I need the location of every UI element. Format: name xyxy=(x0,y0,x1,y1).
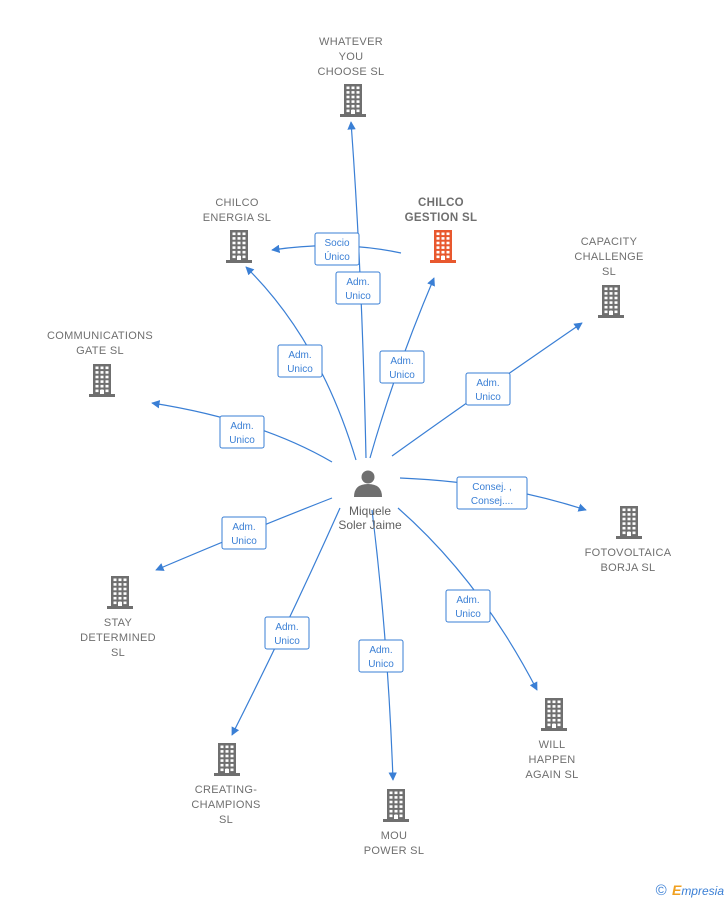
edge-label-text: Adm. xyxy=(346,277,369,288)
edge-label-text: Adm. xyxy=(369,645,392,656)
company-name-creating[interactable]: SL xyxy=(219,814,233,826)
company-name-fotovoltaica[interactable]: BORJA SL xyxy=(601,562,656,574)
copyright-icon: © xyxy=(655,882,667,899)
building-icon-whatever[interactable] xyxy=(340,84,366,117)
building-icon-chilco-gestion[interactable] xyxy=(430,230,456,263)
company-name-whatever[interactable]: WHATEVER xyxy=(319,36,383,48)
brand-logo-letter: E xyxy=(671,882,682,898)
edge-label-text: Consej. , xyxy=(472,482,511,493)
company-name-chilco-gestion[interactable]: CHILCO xyxy=(418,197,464,209)
edge-label-text: Consej.... xyxy=(471,496,513,507)
company-name-will[interactable]: AGAIN SL xyxy=(525,769,578,781)
company-name-stay[interactable]: STAY xyxy=(104,617,133,629)
edge-label-chilco-gestion[interactable]: Adm. Unico xyxy=(379,350,425,384)
edge-label-mou[interactable]: Adm. Unico xyxy=(358,639,404,673)
edge-label-text: Unico xyxy=(345,291,371,302)
company-name-whatever[interactable]: YOU xyxy=(339,51,364,63)
company-name-whatever[interactable]: CHOOSE SL xyxy=(318,66,385,78)
company-name-communications[interactable]: GATE SL xyxy=(76,345,124,357)
edge-label-text: Adm. xyxy=(456,595,479,606)
building-icon-stay[interactable] xyxy=(107,576,133,609)
company-name-chilco-energia[interactable]: CHILCO xyxy=(215,197,259,209)
edge-label-text: Adm. xyxy=(476,378,499,389)
company-name-chilco-energia[interactable]: ENERGIA SL xyxy=(203,212,271,224)
person-name[interactable]: Soler Jaime xyxy=(338,518,402,532)
company-name-will[interactable]: WILL xyxy=(539,739,566,751)
edge-label-text: Unico xyxy=(389,370,415,381)
company-name-capacity[interactable]: CAPACITY xyxy=(581,236,638,248)
edge-label-fotovoltaica[interactable]: Consej. , Consej.... xyxy=(456,476,528,510)
edge-label-text: Adm. xyxy=(390,356,413,367)
edge-labels: Adm.UnicoSocioÚnicoAdm.UnicoAdm.UnicoAdm… xyxy=(219,232,528,673)
company-name-creating[interactable]: CREATING- xyxy=(195,784,257,796)
company-name-stay[interactable]: DETERMINED xyxy=(80,632,156,644)
building-icon-fotovoltaica[interactable] xyxy=(616,506,642,539)
edge-label-capacity[interactable]: Adm. Unico xyxy=(465,372,511,406)
brand-name: mpresia xyxy=(681,884,724,898)
edge-label-text: Adm. xyxy=(232,522,255,533)
edge-label-text: Unico xyxy=(229,435,255,446)
company-name-capacity[interactable]: SL xyxy=(602,266,616,278)
building-icon-chilco-energia[interactable] xyxy=(226,230,252,263)
edge-label-text: Unico xyxy=(455,609,481,620)
edge-label-whatever[interactable]: Adm. Unico xyxy=(335,271,381,305)
building-icon-will[interactable] xyxy=(541,698,567,731)
edge-label-text: Único xyxy=(324,250,350,263)
company-name-capacity[interactable]: CHALLENGE xyxy=(574,251,643,263)
edge-label-text: Adm. xyxy=(230,421,253,432)
building-icon-communications[interactable] xyxy=(89,364,115,397)
edge-label-text: Unico xyxy=(475,392,501,403)
edge-label-communications[interactable]: Adm. Unico xyxy=(219,415,265,449)
edge-label-text: Unico xyxy=(368,659,394,670)
edge-label-text: Adm. xyxy=(288,350,311,361)
edge-label-creating[interactable]: Adm. Unico xyxy=(264,616,310,650)
building-icon-creating[interactable] xyxy=(214,743,240,776)
edge-label-text: Socio xyxy=(324,238,349,249)
company-name-mou[interactable]: MOU xyxy=(381,830,408,842)
company-name-will[interactable]: HAPPEN xyxy=(528,754,575,766)
edge-label-chilco-energia[interactable]: Adm. Unico xyxy=(277,344,323,378)
person-name[interactable]: Miquele xyxy=(349,504,391,518)
building-icon-capacity[interactable] xyxy=(598,285,624,318)
edge-label-text: Adm. xyxy=(275,622,298,633)
company-name-creating[interactable]: CHAMPIONS xyxy=(191,799,260,811)
edge-label-will[interactable]: Adm. Unico xyxy=(445,589,491,623)
copyright-footer: © Empresia xyxy=(656,882,724,899)
edge-label-text: Unico xyxy=(274,636,300,647)
company-name-stay[interactable]: SL xyxy=(111,647,125,659)
edge-label-text: Unico xyxy=(287,364,313,375)
company-name-chilco-gestion[interactable]: GESTION SL xyxy=(405,212,478,224)
edge-label-text: Unico xyxy=(231,536,257,547)
person-icon[interactable] xyxy=(354,470,382,498)
company-name-communications[interactable]: COMMUNICATIONS xyxy=(47,330,153,342)
building-icon-mou[interactable] xyxy=(383,789,409,822)
company-name-mou[interactable]: POWER SL xyxy=(364,845,424,857)
company-name-fotovoltaica[interactable]: FOTOVOLTAICA xyxy=(585,547,672,559)
edge-label-stay[interactable]: Adm. Unico xyxy=(221,516,267,550)
